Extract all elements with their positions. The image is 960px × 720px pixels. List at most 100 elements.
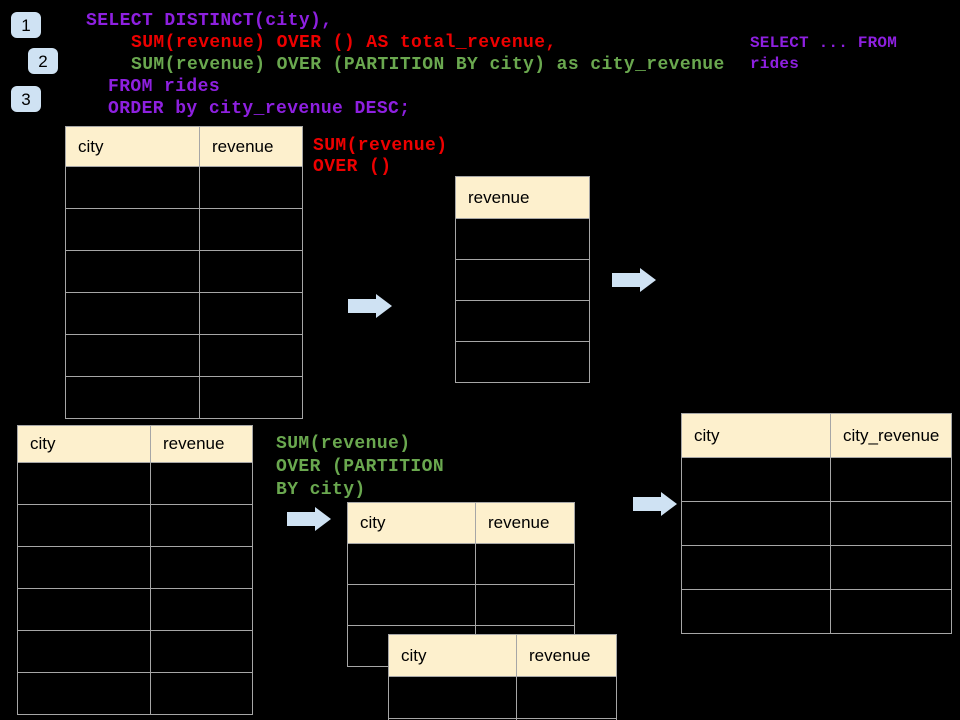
table-cell (681, 457, 831, 502)
column-header: revenue (516, 634, 617, 677)
table-cell (150, 462, 253, 505)
table-row (347, 584, 575, 626)
table-cell (199, 292, 303, 335)
table-cell (455, 341, 590, 383)
table-cell (455, 218, 590, 260)
table-cell (150, 504, 253, 547)
table-cell (65, 292, 200, 335)
table-row (17, 672, 253, 715)
table-row (455, 300, 590, 342)
table-cell (830, 457, 952, 502)
total-revenue-label: SUM(revenue)OVER () (313, 136, 447, 178)
table-cell (681, 545, 831, 590)
table-row (681, 589, 952, 634)
table-row (388, 676, 617, 719)
code-line: SUM(revenue) (276, 434, 411, 454)
step-badge-3: 3 (11, 86, 41, 112)
code-line: SUM(revenue) OVER (PARTITION BY city) as… (131, 55, 725, 75)
table-cell (150, 630, 253, 673)
table-row (455, 218, 590, 260)
table-row (65, 376, 303, 419)
right-arrow-icon (633, 492, 677, 516)
table-cell (516, 676, 617, 719)
code-line: ORDER by city_revenue DESC; (108, 99, 411, 119)
table-cell (17, 588, 151, 631)
table-row (681, 545, 952, 590)
table-cell (65, 166, 200, 209)
column-header: revenue (199, 126, 303, 167)
column-header: city (388, 634, 517, 677)
table-row (17, 588, 253, 631)
code-line: SUM(revenue) OVER () AS total_revenue, (131, 33, 557, 53)
table-row (17, 504, 253, 547)
total-revenue-table: revenue (455, 176, 590, 383)
table-row (65, 166, 303, 209)
column-header: city_revenue (830, 413, 952, 458)
code-line: OVER () (313, 157, 392, 177)
partition-by-label: SUM(revenue) OVER (PARTITION BY city) (276, 433, 444, 502)
code-line: SELECT DISTINCT(city), (86, 11, 333, 31)
table-cell (455, 300, 590, 342)
column-header: revenue (455, 176, 590, 219)
right-arrow-icon (612, 268, 656, 292)
column-header: city (17, 425, 151, 463)
table-cell (65, 334, 200, 377)
from-rides-note: SELECT ... FROM rides (750, 33, 897, 75)
code-line: OVER (PARTITION (276, 457, 445, 477)
table-cell (17, 546, 151, 589)
right-arrow-icon (348, 294, 392, 318)
table-cell (199, 334, 303, 377)
table-row (65, 250, 303, 293)
table-cell (150, 588, 253, 631)
code-line: SELECT ... FROM (750, 34, 898, 52)
column-header: revenue (150, 425, 253, 463)
table-row (17, 546, 253, 589)
table-cell (475, 584, 575, 626)
table-cell (150, 546, 253, 589)
table-row (65, 208, 303, 251)
table-cell (17, 504, 151, 547)
table-cell (347, 543, 476, 585)
table-row (388, 718, 617, 720)
table-cell (150, 672, 253, 715)
column-header: city (65, 126, 200, 167)
table-cell (65, 250, 200, 293)
table-cell (17, 672, 151, 715)
table-header-row: revenue (455, 176, 590, 219)
table-row (17, 630, 253, 673)
table-cell (199, 250, 303, 293)
table-cell (830, 545, 952, 590)
table-cell (65, 208, 200, 251)
right-arrow-icon (287, 507, 331, 531)
table-cell (475, 543, 575, 585)
table-cell (388, 676, 517, 719)
table-row (17, 462, 253, 505)
table-row (455, 259, 590, 301)
table-cell (17, 462, 151, 505)
column-header: revenue (475, 502, 575, 544)
code-line: FROM rides (108, 77, 221, 97)
table-row (681, 457, 952, 502)
table-row (65, 292, 303, 335)
table-row (681, 501, 952, 546)
step-badge-2: 2 (28, 48, 58, 74)
table-cell (516, 718, 617, 720)
table-cell (830, 501, 952, 546)
table-cell (199, 376, 303, 419)
table-cell (347, 584, 476, 626)
code-line: BY city) (276, 480, 366, 500)
table-cell (830, 589, 952, 634)
code-line: rides (750, 55, 800, 73)
table-cell (65, 376, 200, 419)
table-cell (681, 589, 831, 634)
